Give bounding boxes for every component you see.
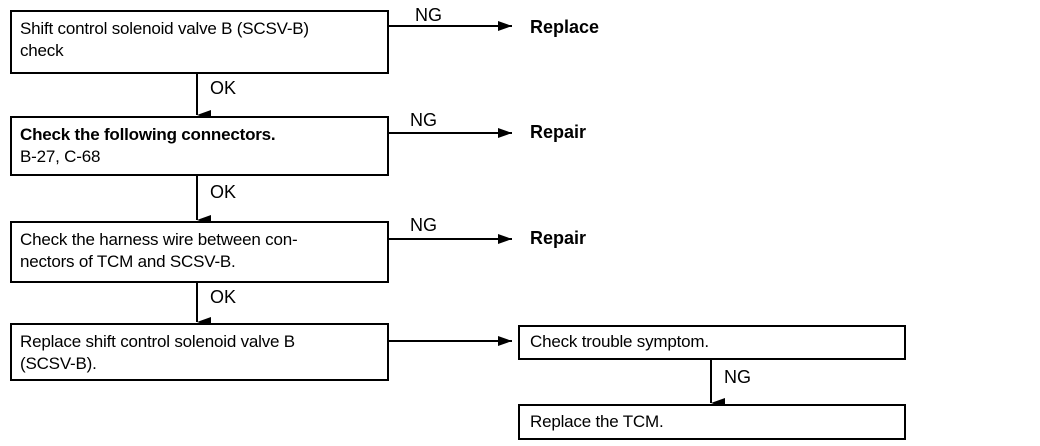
step-4-line-1: Replace shift control solenoid valve B <box>20 332 295 351</box>
step-2-ng-label: NG <box>410 110 437 130</box>
step-2-ng-result: Repair <box>530 122 587 142</box>
step-1-ok-label: OK <box>210 78 237 98</box>
step-3-ok-label: OK <box>210 287 237 307</box>
replace-tcm-box: Replace the TCM. <box>518 404 906 440</box>
replace-tcm-text: Replace the TCM. <box>530 412 664 431</box>
step-2-line-2: B-27, C-68 <box>20 147 101 166</box>
step-3-ng-label: NG <box>410 215 437 235</box>
step-3-box: Check the harness wire between con- nect… <box>10 221 389 283</box>
step-2-line-1: Check the following connectors. <box>20 125 276 144</box>
step-1-ng-result: Replace <box>530 17 600 37</box>
symptom-ng-label: NG <box>724 367 751 387</box>
step-1-line-1: Shift control solenoid valve B (SCSV-B) <box>20 19 309 38</box>
check-symptom-text: Check trouble symptom. <box>530 332 709 351</box>
step-4-box: Replace shift control solenoid valve B (… <box>10 323 389 381</box>
step-1-line-2: check <box>20 41 64 60</box>
step-2-ok-label: OK <box>210 182 237 202</box>
check-symptom-box: Check trouble symptom. <box>518 325 906 360</box>
step-3-line-1: Check the harness wire between con- <box>20 230 298 249</box>
step-3-line-2: nectors of TCM and SCSV-B. <box>20 252 236 271</box>
step-1-box: Shift control solenoid valve B (SCSV-B) … <box>10 10 389 74</box>
step-3-ng-result: Repair <box>530 228 587 248</box>
step-1-ng-label: NG <box>415 5 442 25</box>
step-4-line-2: (SCSV-B). <box>20 354 97 373</box>
step-2-box: Check the following connectors. B-27, C-… <box>10 116 389 176</box>
